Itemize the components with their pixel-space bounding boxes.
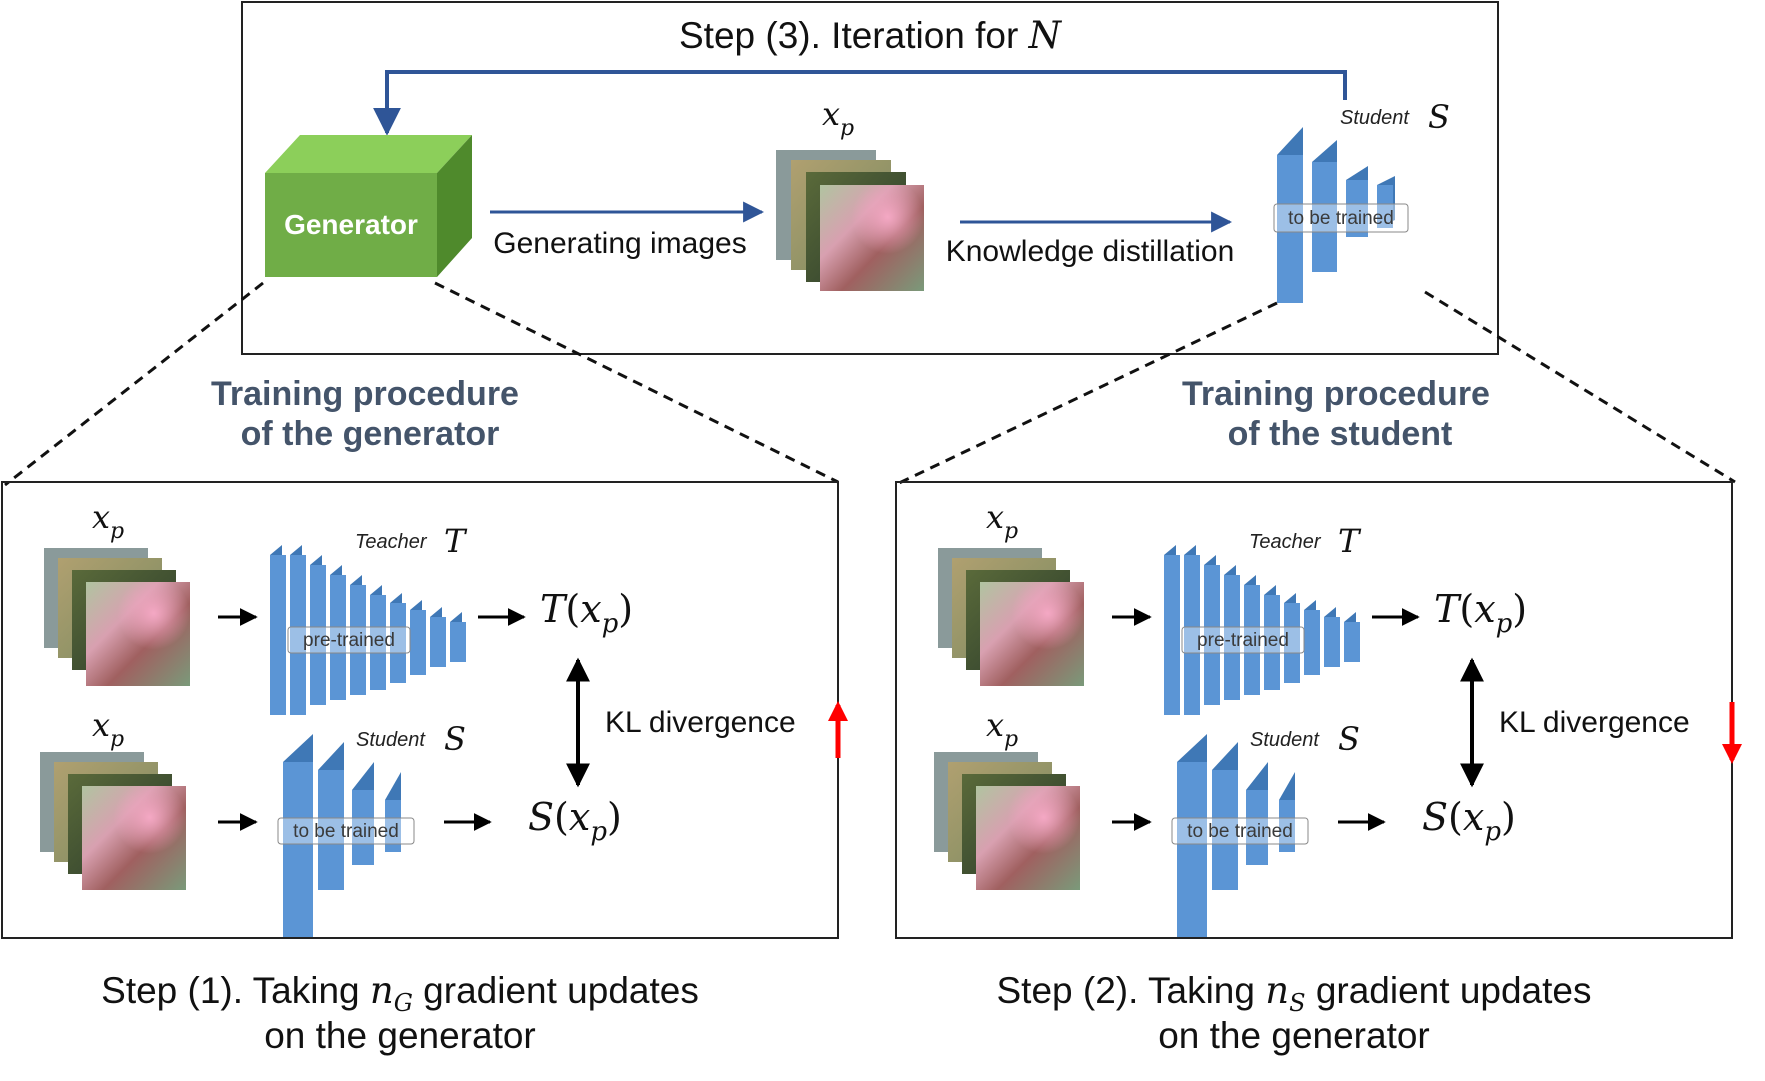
- generating-images-label: Generating images: [493, 227, 746, 260]
- knowledge-distillation-label: Knowledge distillation: [946, 235, 1235, 268]
- heading-generator-line2: of the generator: [241, 415, 500, 453]
- iteration-loop-arrow: [373, 70, 1347, 136]
- heading-generator-line1: Training procedure: [211, 375, 519, 413]
- input-images-upper: [938, 548, 1084, 686]
- teacher-var: T: [1338, 522, 1362, 560]
- step-caption-line2: on the generator: [1158, 1015, 1430, 1056]
- heading-student-line2: of the student: [1228, 415, 1453, 453]
- xp-label-lower: xp: [92, 706, 124, 752]
- kl-divergence-label: KL divergence: [605, 706, 796, 739]
- teacher-word: Teacher: [355, 531, 428, 553]
- zoom-line-gen-right: [434, 281, 839, 484]
- xp-label-upper: xp: [986, 498, 1018, 544]
- iteration-frame: [241, 1, 1499, 355]
- xp-label-top: xp: [822, 95, 854, 141]
- student-var: S: [1338, 720, 1360, 758]
- kl-divergence-label: KL divergence: [1499, 706, 1690, 739]
- iteration-title: Step (3). Iteration for N: [679, 14, 1063, 57]
- teacher-word: Teacher: [1249, 531, 1322, 553]
- to-be-trained-tag: to be trained: [293, 821, 399, 842]
- step-caption-line1: Step (2). Taking nS gradient updates: [997, 969, 1592, 1017]
- student-output-label: S(xp): [1422, 795, 1516, 847]
- input-images-lower: [40, 752, 186, 890]
- student-word: Student: [356, 729, 426, 751]
- teacher-var: T: [444, 522, 468, 560]
- xp-label-lower: xp: [986, 706, 1018, 752]
- xp-label-upper: xp: [92, 498, 124, 544]
- to-be-trained-top: to be trained: [1288, 208, 1394, 229]
- student-word-top: Student: [1340, 107, 1410, 129]
- student-var-top: S: [1428, 98, 1450, 136]
- zoom-line-gen-left: [4, 281, 264, 487]
- step-caption-line1: Step (1). Taking nG gradient updates: [101, 969, 699, 1017]
- teacher-network: pre-trained: [1164, 545, 1360, 715]
- generator-label: Generator: [284, 209, 418, 240]
- student-var: S: [444, 720, 466, 758]
- generator-block: Generator: [265, 135, 472, 277]
- step-caption-line2: on the generator: [264, 1015, 536, 1056]
- generated-images-stack: [776, 150, 924, 291]
- generator-training-panel: xp xp pre-trained Teacher T to be tra: [1, 481, 848, 1056]
- zoom-line-stu-right: [1424, 290, 1736, 484]
- input-images-upper: [44, 548, 190, 686]
- zoom-line-stu-left: [894, 301, 1278, 487]
- teacher-output-label: T(xp): [1434, 587, 1527, 639]
- input-images-lower: [934, 752, 1080, 890]
- student-word: Student: [1250, 729, 1320, 751]
- student-network: to be trained: [277, 734, 415, 937]
- heading-student-line1: Training procedure: [1182, 375, 1490, 413]
- teacher-output-label: T(xp): [540, 587, 633, 639]
- to-be-trained-tag: to be trained: [1187, 821, 1293, 842]
- student-network: to be trained: [1171, 734, 1309, 937]
- teacher-network: pre-trained: [270, 545, 466, 715]
- pretrained-tag: pre-trained: [1197, 630, 1289, 651]
- pretrained-tag: pre-trained: [303, 630, 395, 651]
- student-network-top: to be trained: [1273, 127, 1409, 303]
- student-training-panel: xp xp pre-trained Teacher T to be tra: [895, 481, 1742, 1056]
- student-output-label: S(xp): [528, 795, 622, 847]
